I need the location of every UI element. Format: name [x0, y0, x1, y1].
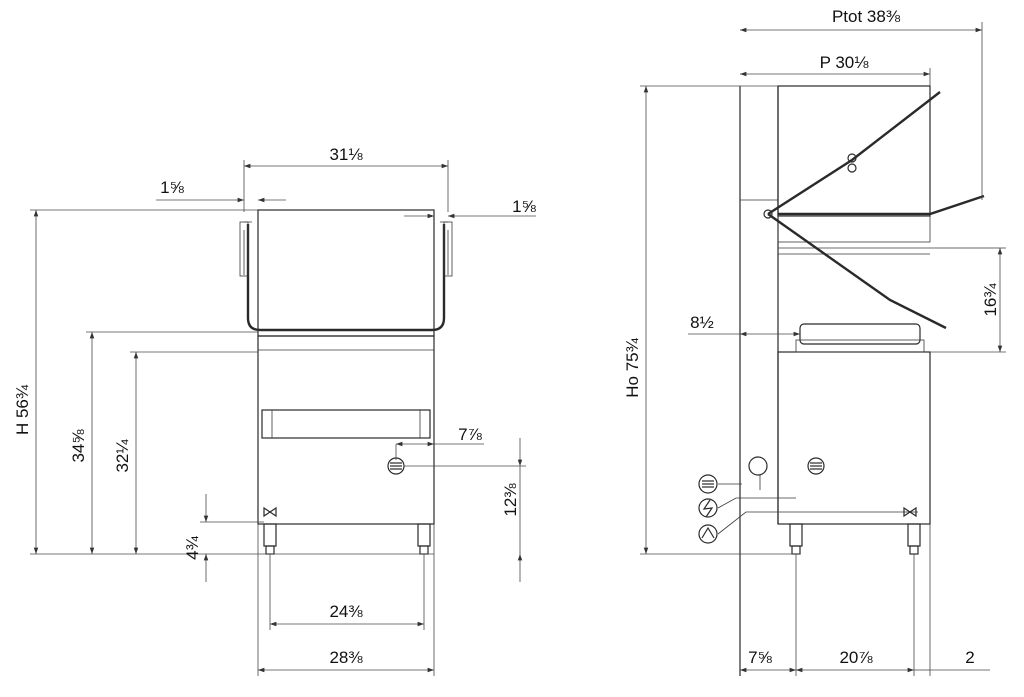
water-inlet-icon	[698, 474, 718, 494]
side-body	[777, 351, 931, 525]
dim-hood-gap: 16¾	[981, 283, 1000, 317]
side-view: Ptot 38⅜ P 30⅛ Ho 75¾ 16¾ 8½ 7⅝ 20⅞ 2	[623, 7, 1006, 676]
dim-height-work: 32¼	[113, 439, 132, 473]
dim-height-total: H 56¾	[13, 384, 32, 435]
dim-conn-height: 12⅜	[501, 483, 520, 517]
dim-rear-offset: 7⅝	[748, 648, 772, 667]
valve-icon	[903, 506, 917, 518]
drain-icon	[698, 524, 718, 544]
front-body	[257, 335, 435, 525]
front-leg-left	[263, 523, 277, 547]
dim-handle-left: 1⅝	[160, 178, 184, 197]
dim-front-offset: 2	[965, 648, 974, 667]
electric-icon	[698, 498, 718, 518]
front-handle	[246, 224, 446, 332]
dim-handle-right: 1⅝	[512, 197, 536, 216]
dim-depth: P 30⅛	[820, 53, 870, 72]
inlet-circle	[748, 456, 768, 476]
dim-height-open: Ho 75¾	[623, 337, 642, 397]
dim-base-width: 28⅜	[329, 648, 363, 667]
dim-depth-total: Ptot 38⅜	[832, 7, 901, 26]
side-hood	[777, 85, 931, 217]
dim-feet-span: 24⅜	[329, 602, 363, 621]
front-hood	[257, 209, 435, 337]
dim-height-upper: 34⅝	[69, 429, 88, 463]
front-leg-right	[417, 523, 431, 547]
front-rack-slot	[261, 409, 431, 439]
front-view: 31⅛ 1⅝ 1⅝ H 56¾ 34⅝ 32¼ 7⅞ 12⅜	[13, 145, 537, 676]
hood-arm-lower	[767, 213, 947, 330]
valve-icon	[263, 506, 277, 518]
dim-drain-height: 4¾	[183, 535, 202, 559]
hood-arm-upper	[767, 91, 941, 216]
water-inlet-icon	[807, 457, 825, 475]
side-rack	[799, 323, 921, 345]
dim-width-top: 31⅛	[329, 145, 363, 164]
dim-side-offset: 7⅞	[458, 425, 482, 444]
dim-feet-depth: 20⅞	[839, 648, 873, 667]
hood-top-edge	[778, 194, 985, 216]
water-inlet-icon	[387, 457, 405, 475]
dim-rack-offset: 8½	[690, 313, 714, 332]
